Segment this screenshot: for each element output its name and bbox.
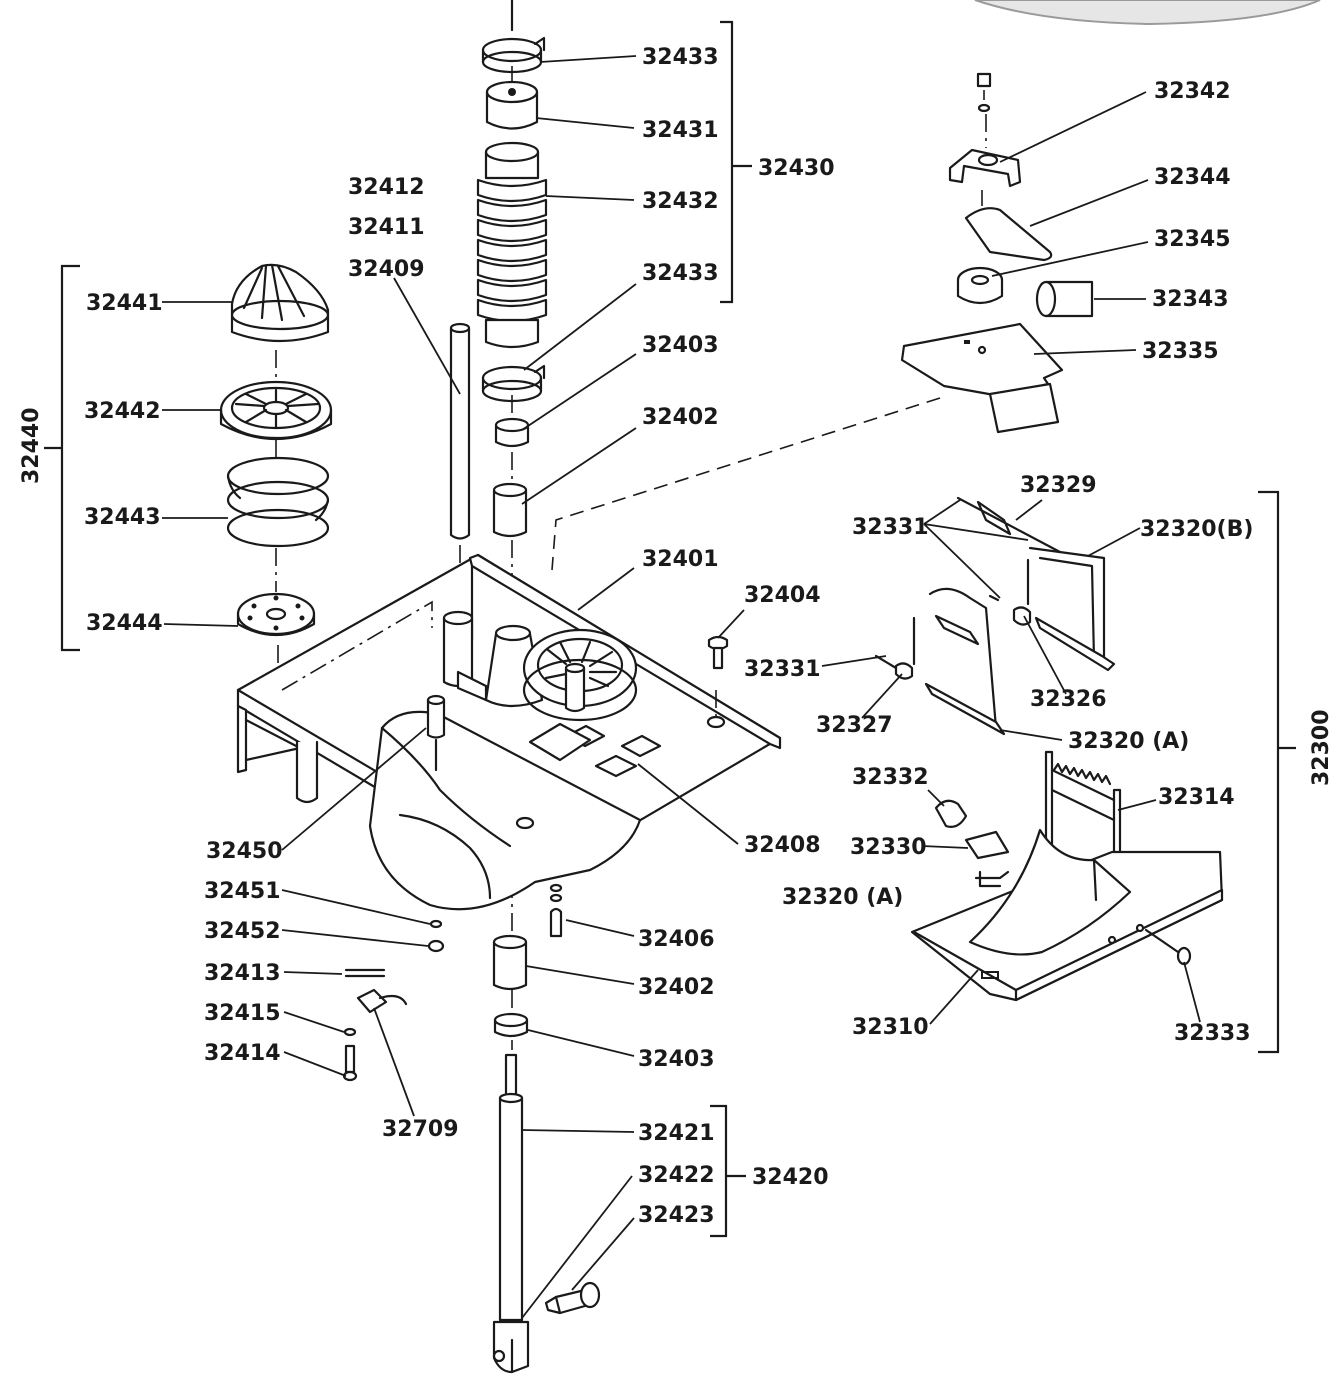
small-fasteners (342, 635, 729, 1082)
piston-rod (492, 1053, 530, 1374)
label-32413: 32413 (204, 961, 281, 986)
label-32422: 32422 (638, 1163, 715, 1188)
label-32409: 32409 (348, 257, 425, 282)
label-32327: 32327 (816, 713, 893, 738)
label-32443: 32443 (84, 505, 161, 530)
label-32431: 32431 (642, 118, 719, 143)
clevis-pin (544, 1281, 601, 1315)
label-32300: 32300 (1309, 709, 1334, 786)
label-32331-mid: 32331 (744, 657, 821, 682)
label-32452: 32452 (204, 919, 281, 944)
label-32401: 32401 (642, 547, 719, 572)
hose-clamp-top (481, 37, 543, 63)
label-32342: 32342 (1154, 79, 1231, 104)
part-labels: 32433 32431 32432 32433 32430 32403 3240… (19, 45, 1334, 1228)
spring-ring (226, 456, 330, 548)
cutter-head-assembly (219, 263, 333, 690)
label-32414: 32414 (204, 1041, 281, 1066)
label-32420: 32420 (752, 1165, 829, 1190)
label-32433-top: 32433 (642, 45, 719, 70)
spider-wheel (219, 380, 333, 440)
label-32402-top: 32402 (642, 405, 719, 430)
leader-lines (162, 55, 1201, 1319)
label-32330: 32330 (850, 835, 927, 860)
label-32442: 32442 (84, 399, 161, 424)
label-32343: 32343 (1152, 287, 1229, 312)
label-32403-top: 32403 (642, 333, 719, 358)
label-32408: 32408 (744, 833, 821, 858)
shutter-assembly (900, 72, 1094, 434)
label-32404: 32404 (744, 583, 821, 608)
pusher-assembly (874, 496, 1224, 1002)
label-32403-bottom: 32403 (638, 1047, 715, 1072)
label-32450: 32450 (206, 839, 283, 864)
cutter-base-disc (236, 592, 316, 637)
label-32421: 32421 (638, 1121, 715, 1146)
label-32432: 32432 (642, 189, 719, 214)
label-32402-bottom: 32402 (638, 975, 715, 1000)
label-32423: 32423 (638, 1203, 715, 1228)
label-32430: 32430 (758, 156, 835, 181)
label-32451: 32451 (204, 879, 281, 904)
label-32709: 32709 (382, 1117, 459, 1142)
label-32320a-lower: 32320 (A) (782, 885, 903, 910)
label-32329: 32329 (1020, 473, 1097, 498)
label-32433-bottom: 32433 (642, 261, 719, 286)
label-32406: 32406 (638, 927, 715, 952)
label-32331-top: 32331 (852, 515, 929, 540)
hose-clamp-bottom (481, 365, 543, 391)
corner-arc-decoration (974, 0, 1321, 26)
label-32345: 32345 (1154, 227, 1231, 252)
label-32440: 32440 (19, 407, 44, 484)
label-32441: 32441 (86, 291, 163, 316)
label-32320a-upper: 32320 (A) (1068, 729, 1189, 754)
fan-wheel (522, 628, 638, 722)
label-32310: 32310 (852, 1015, 929, 1040)
label-32344: 32344 (1154, 165, 1231, 190)
label-32411: 32411 (348, 215, 425, 240)
main-frame-tray (236, 553, 782, 911)
label-32314: 32314 (1158, 785, 1235, 810)
bellows-boot (476, 141, 548, 349)
label-32444: 32444 (86, 611, 163, 636)
group-brackets (44, 20, 1296, 1238)
sleeve-lower (492, 940, 528, 991)
label-32412: 32412 (348, 175, 425, 200)
label-32415: 32415 (204, 1001, 281, 1026)
central-column-parts (476, 0, 601, 1374)
label-32320b: 32320(B) (1140, 517, 1253, 542)
label-32335: 32335 (1142, 339, 1219, 364)
sleeve-upper (492, 488, 528, 538)
label-32326: 32326 (1030, 687, 1107, 712)
label-32333: 32333 (1174, 1021, 1251, 1046)
label-32332: 32332 (852, 765, 929, 790)
